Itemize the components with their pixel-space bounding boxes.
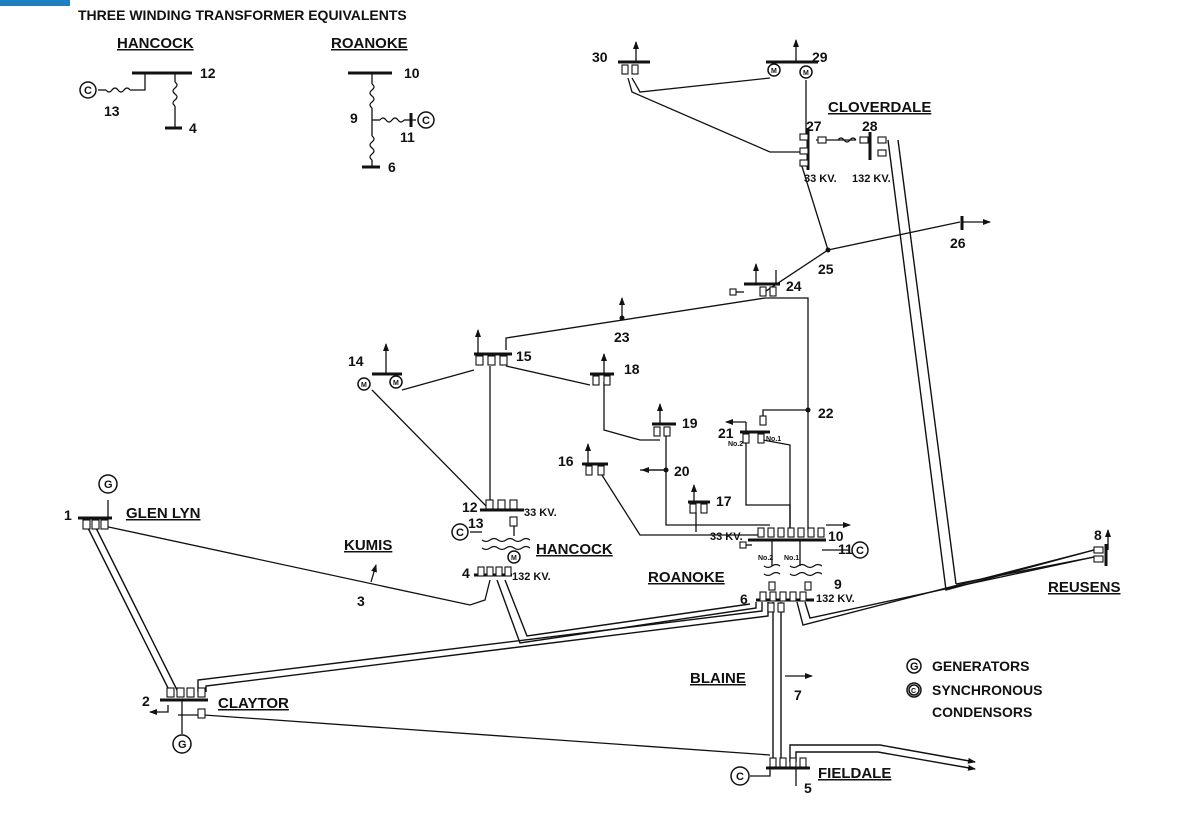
- legend-generators: GENERATORS: [932, 658, 1030, 674]
- svg-text:G: G: [178, 739, 187, 751]
- hancock-33kv-label: 33 KV.: [524, 507, 557, 519]
- svg-text:C: C: [84, 85, 92, 97]
- roanoke-eq-node-10: 10: [404, 65, 420, 81]
- tag-roanoke-no1: No.1: [784, 555, 799, 562]
- station-kumis: KUMIS: [344, 537, 392, 554]
- svg-text:C: C: [736, 771, 744, 783]
- station-cloverdale: CLOVERDALE: [828, 99, 931, 116]
- bus-2: 2: [142, 693, 150, 709]
- tag-roanoke-no2: No.2: [758, 555, 773, 562]
- corner-accent: [0, 0, 70, 6]
- bus-16: 16: [558, 453, 574, 469]
- cloverdale-132kv-label: 132 KV.: [852, 173, 891, 185]
- lv-lines: [103, 77, 961, 756]
- station-hancock: HANCOCK: [536, 541, 613, 558]
- legend-condensors-line2: CONDENSORS: [932, 704, 1032, 720]
- bus-27: 27: [806, 118, 822, 134]
- bus-25: 25: [818, 261, 834, 277]
- bus-8: 8: [1094, 527, 1102, 543]
- hancock-equivalent: HANCOCK C 12 13 4: [79, 35, 216, 136]
- roanoke-eq-node-9: 9: [350, 110, 358, 126]
- tag-21-no2: No.2: [728, 441, 743, 448]
- bus-22: 22: [818, 405, 834, 421]
- bus-18: 18: [624, 361, 640, 377]
- bus-3: 3: [357, 593, 365, 609]
- bus-19: 19: [682, 415, 698, 431]
- hancock-eq-node-4: 4: [189, 120, 197, 136]
- legend-condensors-line1: SYNCHRONOUS: [932, 682, 1042, 698]
- station-claytor: CLAYTOR: [218, 695, 289, 712]
- bus-21: 21: [718, 425, 734, 441]
- hv-transmission-lines: [86, 139, 1095, 771]
- hancock-equivalent-title: HANCOCK: [117, 35, 194, 52]
- bus-23: 23: [614, 329, 630, 345]
- page-title: THREE WINDING TRANSFORMER EQUIVALENTS: [78, 7, 407, 23]
- svg-text:G: G: [104, 479, 113, 491]
- svg-text:C: C: [456, 527, 464, 539]
- bus-15: 15: [516, 348, 532, 364]
- roanoke-equivalent-title: ROANOKE: [331, 35, 408, 52]
- svg-text:M: M: [511, 555, 517, 562]
- bus-14: 14: [348, 353, 364, 369]
- tag-21-no1: No.1: [766, 436, 781, 443]
- bus-28: 28: [862, 118, 878, 134]
- bus-13: 13: [468, 515, 484, 531]
- station-blaine: BLAINE: [690, 670, 746, 687]
- svg-text:C: C: [911, 688, 916, 695]
- legend: G GENERATORS C SYNCHRONOUS CONDENSORS: [906, 658, 1042, 720]
- bus-12: 12: [462, 499, 478, 515]
- roanoke-33kv-label: 33 KV.: [710, 531, 743, 543]
- svg-text:M: M: [803, 70, 809, 77]
- hancock-eq-node-12: 12: [200, 65, 216, 81]
- bus-20: 20: [674, 463, 690, 479]
- bus-4: 4: [462, 565, 470, 581]
- svg-text:M: M: [361, 382, 367, 389]
- svg-text:G: G: [910, 661, 919, 673]
- station-fieldale: FIELDALE: [818, 765, 891, 782]
- svg-text:M: M: [771, 68, 777, 75]
- bus-10: 10: [828, 528, 844, 544]
- bus-9: 9: [834, 576, 842, 592]
- station-roanoke: ROANOKE: [648, 569, 725, 586]
- bus-24: 24: [786, 278, 802, 294]
- bus-5: 5: [804, 780, 812, 796]
- bus-17: 17: [716, 493, 732, 509]
- roanoke-eq-node-11: 11: [400, 129, 415, 145]
- cloverdale-33kv-label: 33 KV.: [804, 173, 837, 185]
- bus-26: 26: [950, 235, 966, 251]
- bus-7: 7: [794, 687, 802, 703]
- bus-1: 1: [64, 507, 72, 523]
- hancock-132kv-label: 132 KV.: [512, 571, 551, 583]
- svg-text:C: C: [856, 545, 864, 557]
- station-glen-lyn: GLEN LYN: [126, 505, 200, 522]
- bus-30: 30: [592, 49, 608, 65]
- roanoke-equivalent: ROANOKE C 10 9 11 6: [331, 35, 435, 175]
- bus-bars: G G C M: [78, 39, 1111, 786]
- bus-6: 6: [740, 591, 748, 607]
- roanoke-eq-node-6: 6: [388, 159, 396, 175]
- hancock-eq-node-13: 13: [104, 103, 120, 119]
- svg-text:C: C: [422, 115, 430, 127]
- station-reusens: REUSENS: [1048, 579, 1121, 596]
- bus-29: 29: [812, 49, 828, 65]
- roanoke-132kv-label: 132 KV.: [816, 593, 855, 605]
- svg-text:M: M: [393, 380, 399, 387]
- bus-11: 11: [838, 541, 853, 557]
